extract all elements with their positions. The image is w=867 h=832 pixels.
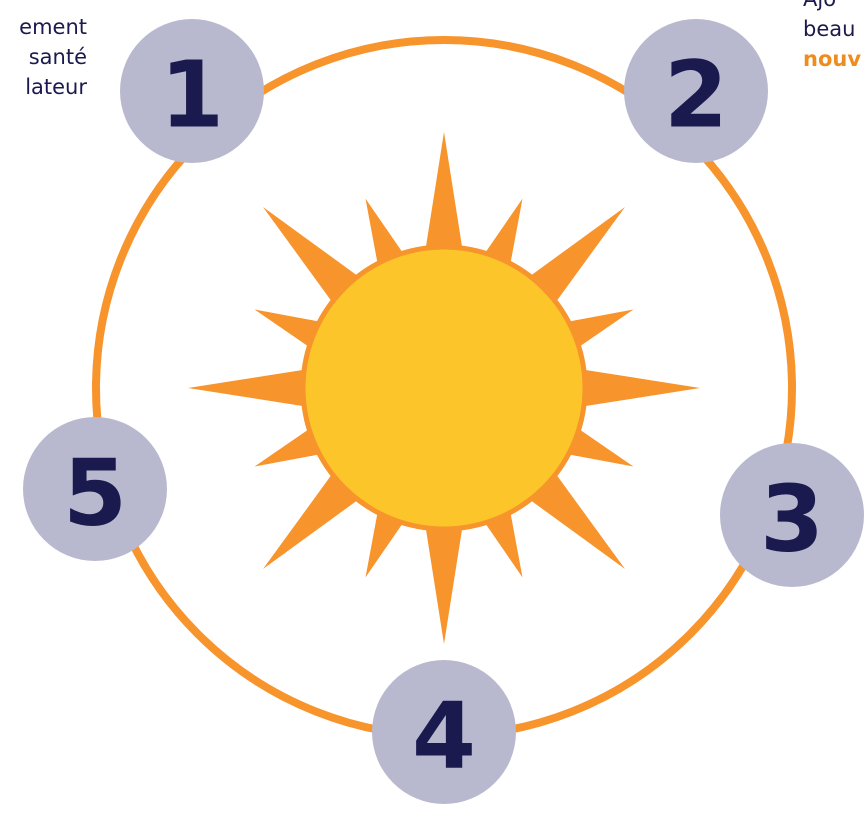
step-1-line-1: ement [19,15,87,39]
step-number-5: 5 [63,440,127,547]
step-number-4: 4 [412,683,476,790]
sun-ray [188,367,318,409]
step-1-line-2: santé [28,45,87,69]
sun-icon [188,132,700,644]
step-2-description: Ajo beau nouv [803,0,861,74]
step-2-highlight: nouv [803,47,862,71]
sun-core [300,244,588,532]
step-1-line-3: lateur [25,75,87,99]
step-2-line-1: Ajo [803,0,861,14]
step-2-line-2: beau [803,17,856,41]
step-node-5: 5 [23,417,167,561]
sun-ray [423,132,465,262]
sun-ray [570,367,700,409]
step-node-2: 2 [624,19,768,163]
step-node-1: 1 [120,19,264,163]
step-node-4: 4 [372,660,516,804]
step-number-2: 2 [664,42,728,149]
step-1-description: ement santé lateur [19,12,87,102]
step-node-3: 3 [720,443,864,587]
step-number-1: 1 [160,42,224,149]
sun-ray [423,514,465,644]
step-number-3: 3 [760,466,824,573]
